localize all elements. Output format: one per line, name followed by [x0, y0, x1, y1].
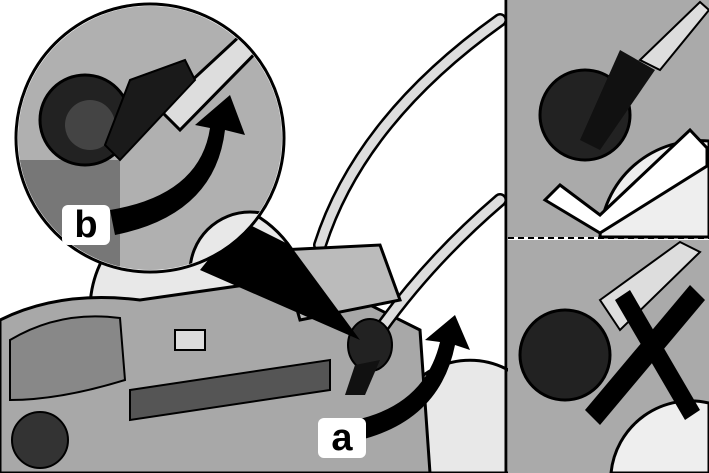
handle-bar [315, 15, 505, 250]
height-lever [174, 329, 206, 351]
rotate-arrow-b [110, 95, 245, 235]
clamp-lever-b [103, 58, 197, 162]
label-b: b [62, 205, 110, 245]
rotate-arrow-a [355, 315, 470, 440]
label-a: a [318, 418, 366, 458]
cross-mark-icon [585, 285, 705, 425]
correct-panel [508, 0, 709, 239]
incorrect-panel [508, 240, 709, 473]
check-mark-icon [542, 127, 709, 235]
callout-pointer [200, 220, 360, 340]
